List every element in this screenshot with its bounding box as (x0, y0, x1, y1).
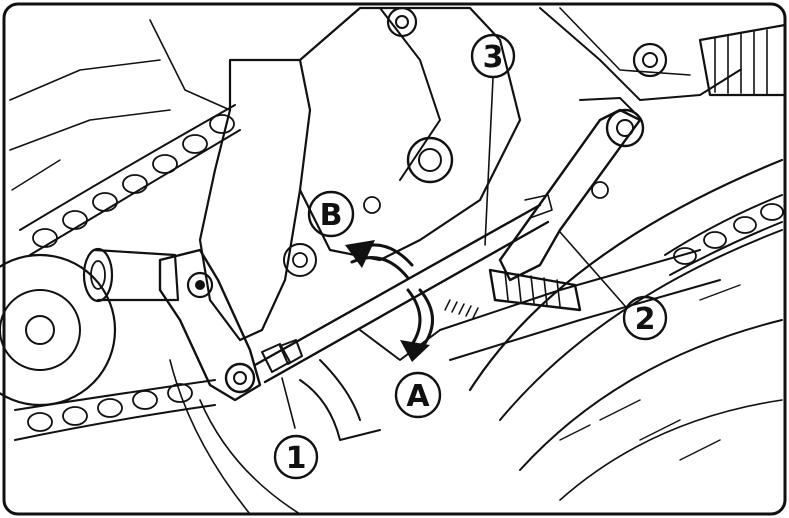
callout-3: 3 (470, 33, 516, 79)
frame-bracket (9, 6, 741, 342)
shift-shaft (82, 247, 180, 303)
leader-lines (281, 77, 626, 429)
callout-a: A (394, 371, 442, 419)
callout-b: B (307, 190, 355, 238)
callout-b-label: B (320, 198, 343, 233)
rotation-arrow-b (345, 240, 414, 280)
rear-wheel (169, 158, 784, 515)
swingarm (439, 249, 721, 361)
shift-rod (253, 194, 553, 384)
callout-2: 2 (622, 295, 668, 341)
frame-bolts (283, 6, 668, 277)
side-stand-bracket (299, 329, 441, 441)
shift-pedal (444, 97, 645, 319)
callout-1: 1 (273, 434, 319, 480)
callout-1-label: 1 (286, 441, 307, 476)
drive-chain (14, 104, 784, 441)
callout-3-label: 3 (483, 40, 504, 75)
rotation-arrow-a (400, 288, 434, 362)
callout-2-label: 2 (635, 302, 656, 337)
rider-footpeg (698, 23, 787, 97)
front-sprocket (0, 253, 117, 407)
shift-arm (158, 248, 262, 402)
callout-a-label: A (406, 379, 430, 414)
